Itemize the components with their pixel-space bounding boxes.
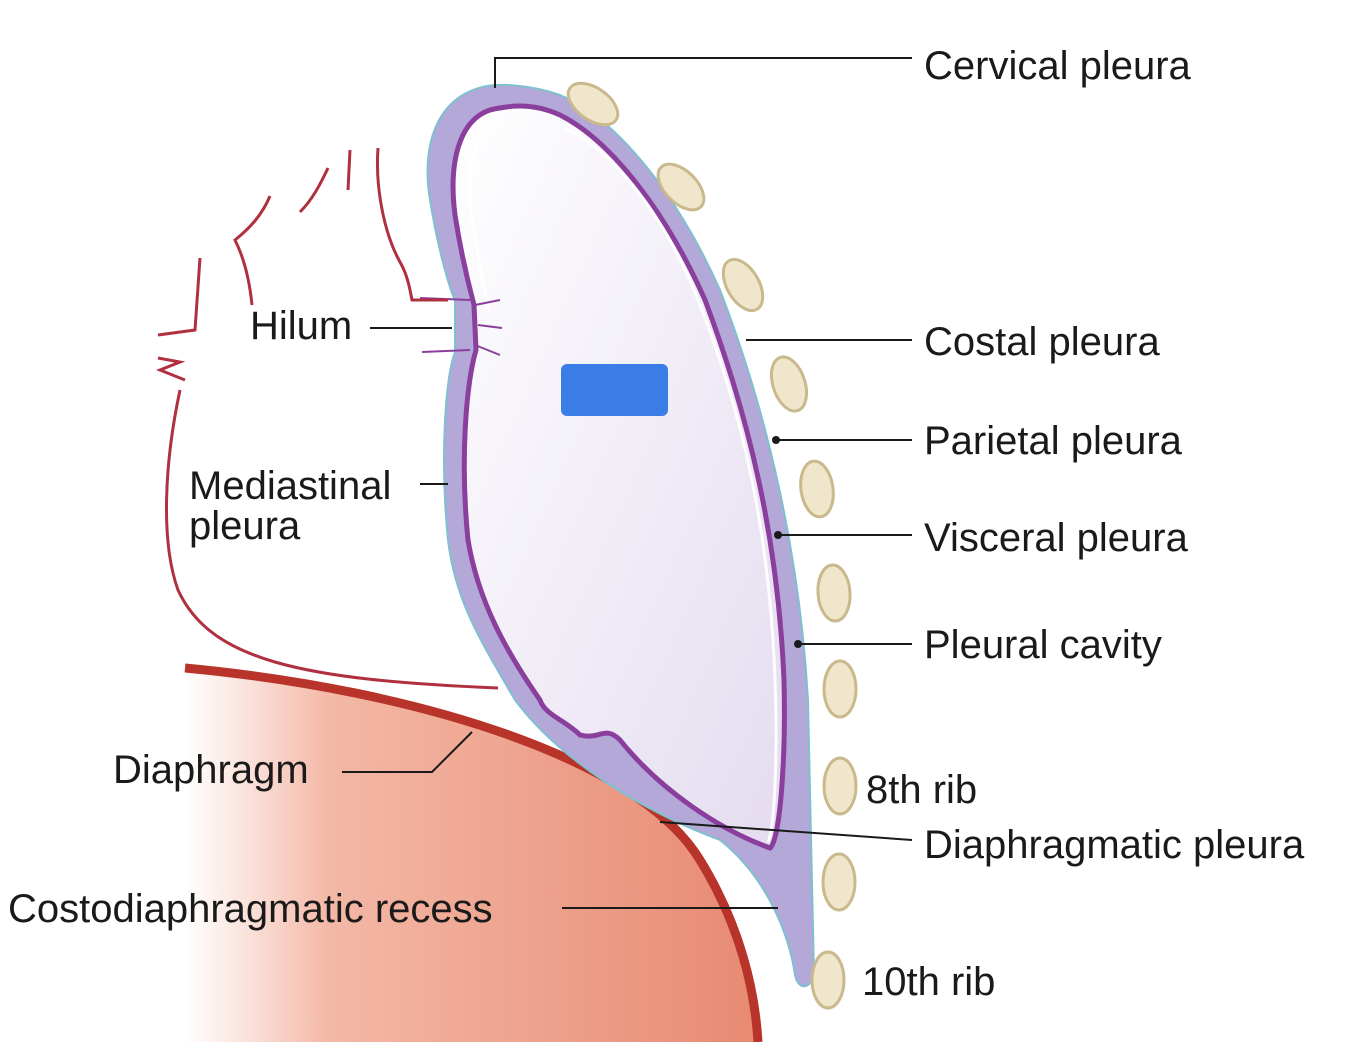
label-diaphragmatic-pleura: Diaphragmatic pleura <box>924 823 1305 867</box>
label-8th-rib: 8th rib <box>866 768 978 812</box>
leader-lines <box>342 57 913 909</box>
rib-icon <box>769 355 809 413</box>
leader-dots <box>772 436 802 648</box>
diaphragm-dome <box>185 668 758 1042</box>
lung-body <box>450 103 787 851</box>
rib-icon <box>821 852 857 912</box>
rib-icon <box>566 81 620 127</box>
label-diaphragm: Diaphragm <box>113 748 309 792</box>
label-parietal-pleura: Parietal pleura <box>924 419 1182 463</box>
leader-diaphragmatic-pleura <box>659 821 913 841</box>
rib-icon <box>799 459 835 519</box>
label-costal-pleura: Costal pleura <box>924 320 1160 364</box>
label-mediastinal-pleura-line2: pleura <box>189 504 301 548</box>
label-costodiaphragmatic-recess: Costodiaphragmatic recess <box>8 887 493 931</box>
rib-icon <box>721 257 765 313</box>
mediastinum-outline <box>155 147 499 690</box>
label-mediastinal-pleura-line1: Mediastinal <box>189 464 392 508</box>
label-visceral-pleura: Visceral pleura <box>924 516 1188 560</box>
label-hilum: Hilum <box>250 304 353 348</box>
redaction-box <box>561 364 668 416</box>
leader-cervical-pleura <box>494 57 912 88</box>
visceral-pleura-line-2 <box>564 126 778 843</box>
rib-icon <box>656 162 706 212</box>
rib-icon <box>816 563 852 623</box>
visceral-pleura-line <box>468 120 506 311</box>
rib-icon <box>822 659 858 719</box>
label-mediastinal-pleura: Mediastinal pleura <box>189 466 391 546</box>
rib-icon <box>810 950 846 1010</box>
ribs <box>566 81 858 1010</box>
rib-icon <box>822 756 858 816</box>
leader-diaphragm <box>342 731 473 773</box>
label-10th-rib: 10th rib <box>862 960 996 1004</box>
label-pleural-cavity: Pleural cavity <box>924 623 1162 667</box>
label-cervical-pleura: Cervical pleura <box>924 44 1191 88</box>
